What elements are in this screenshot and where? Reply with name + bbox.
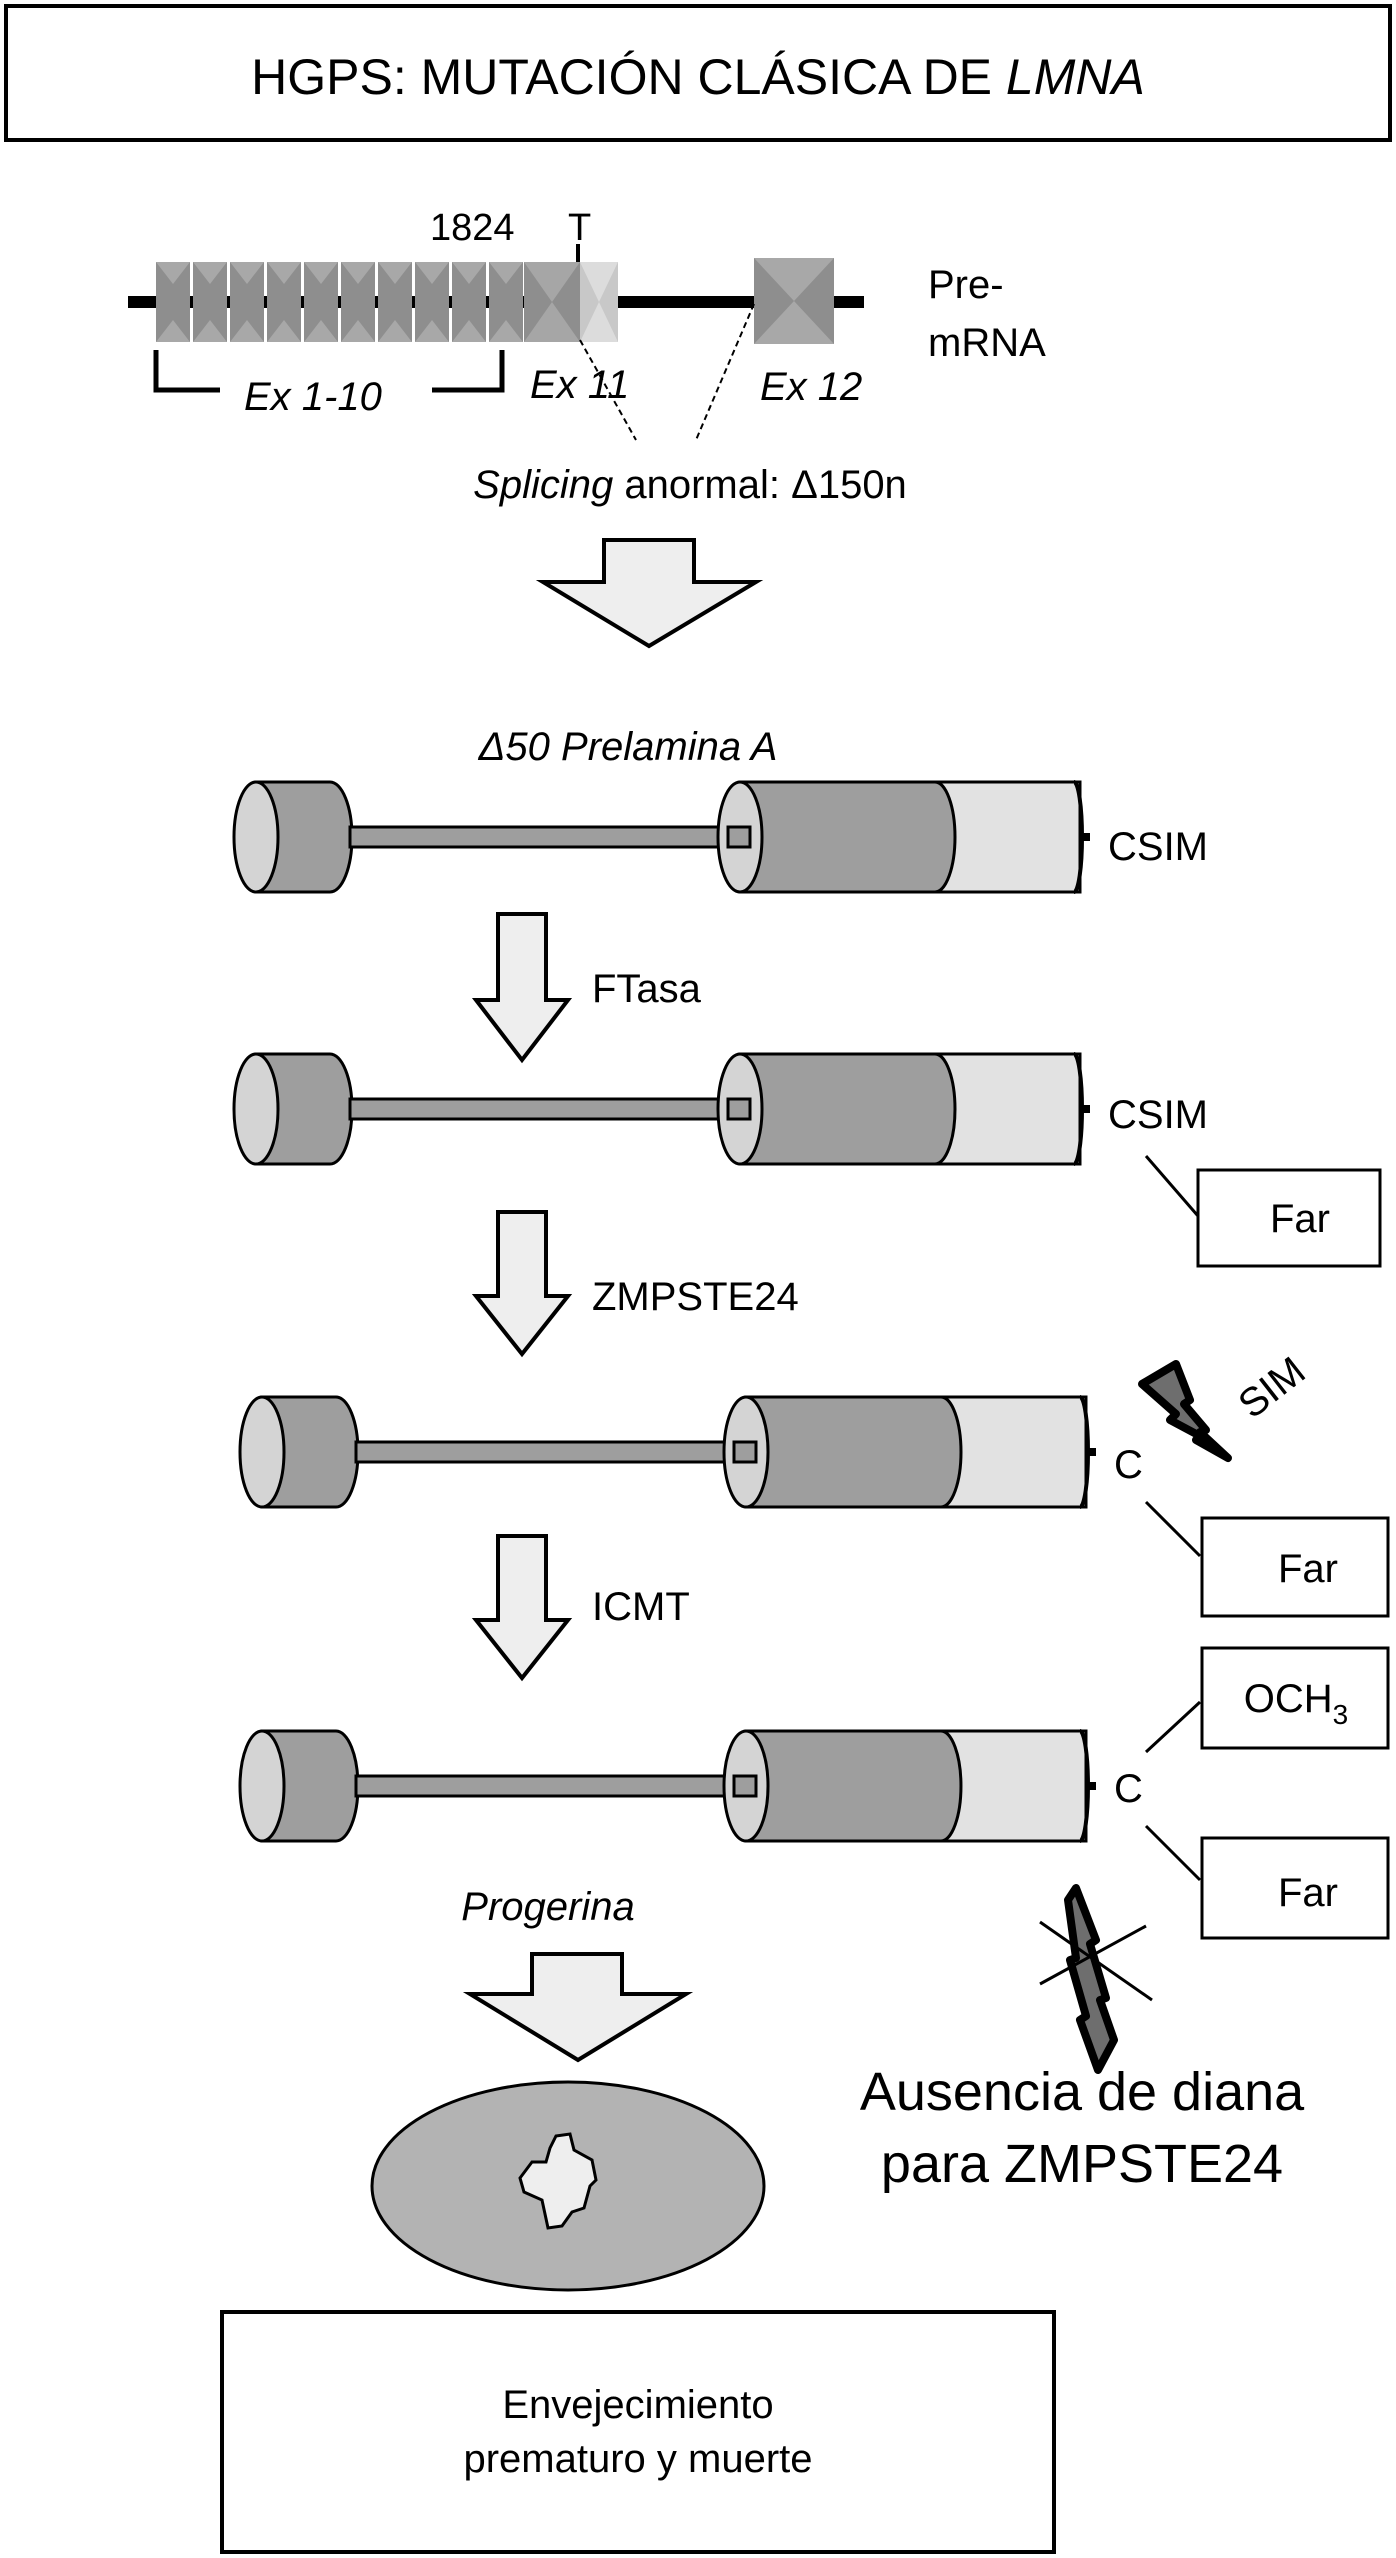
- far-box-3: Far: [1200, 1836, 1390, 1940]
- och3-box: OCH3: [1200, 1646, 1390, 1750]
- exon-2: [193, 262, 227, 342]
- outcome-line-2: prematuro y muerte: [463, 2437, 812, 2481]
- far-box-2: Far: [1200, 1516, 1390, 1618]
- far-label-3: Far: [1278, 1871, 1338, 1915]
- outcome-box: Envejecimiento prematuro y muerte: [220, 2310, 1056, 2554]
- exon-5: [304, 262, 338, 342]
- blocked-lightning-icon: [1039, 1884, 1153, 2074]
- exon-7: [378, 262, 412, 342]
- och3-connector: [1144, 1700, 1202, 1754]
- enzyme-ftasa: FTasa: [592, 967, 702, 1011]
- c-label-1: C: [1114, 1443, 1143, 1487]
- step-arrow-icmt: ICMT: [471, 1534, 690, 1682]
- far-connector-2: [1144, 1500, 1202, 1558]
- exon-8: [415, 262, 449, 342]
- step-arrow-ftasa: FTasa: [471, 912, 702, 1064]
- product-label: Progerina: [461, 1885, 634, 1929]
- precursor-label: Δ50 Prelamina A: [478, 725, 778, 769]
- exon-10: [489, 262, 523, 342]
- premrna-diagram: 1824 T Pre- mRNA Ex 1-10 Ex 11 Ex 12 Spl…: [128, 207, 1046, 507]
- note-line-1: Ausencia de diana: [860, 2062, 1305, 2122]
- exon-1: [156, 262, 190, 342]
- far-connector-3: [1144, 1824, 1202, 1882]
- position-label: 1824: [430, 207, 515, 249]
- nucleus-bleb: [518, 2132, 598, 2230]
- exons-1-10: [156, 262, 523, 342]
- exon-9: [452, 262, 486, 342]
- nucleus: [370, 2080, 766, 2292]
- exon-11: [524, 262, 618, 342]
- exon-12: [754, 258, 834, 344]
- csim-label-2: CSIM: [1108, 1093, 1208, 1137]
- ex-1-10-bracket: [153, 350, 505, 393]
- exon-3: [230, 262, 264, 342]
- protein-precursor: [232, 780, 1090, 894]
- page-title: HGPS: MUTACIÓN CLÁSICA DE LMNA: [251, 49, 1145, 105]
- big-down-arrow-2: [462, 1952, 694, 2063]
- lightning-bolt-icon: [1138, 1360, 1232, 1462]
- protein-cleaved: [238, 1395, 1096, 1509]
- far-label-1: Far: [1270, 1197, 1330, 1241]
- enzyme-icmt: ICMT: [592, 1585, 690, 1629]
- exon-6: [341, 262, 375, 342]
- csim-label-1: CSIM: [1108, 825, 1208, 869]
- enzyme-zmpste24: ZMPSTE24: [592, 1275, 799, 1319]
- premrna-label: Pre-: [928, 263, 1004, 307]
- title-box: HGPS: MUTACIÓN CLÁSICA DE LMNA: [4, 4, 1392, 142]
- premrna-label-2: mRNA: [928, 321, 1046, 365]
- mutation-label: T: [568, 207, 591, 249]
- splice-line-left: [579, 339, 637, 441]
- far-connector-1: [1144, 1155, 1200, 1217]
- step-arrow-zmpste24: ZMPSTE24: [471, 1210, 799, 1358]
- far-box-1: Far: [1196, 1168, 1382, 1268]
- big-down-arrow: [535, 538, 764, 649]
- och3-label: OCH3: [1244, 1677, 1348, 1730]
- protein-progerin: [238, 1729, 1096, 1843]
- exon-4: [267, 262, 301, 342]
- c-label-2: C: [1114, 1767, 1143, 1811]
- sim-cleaved-label: SIM: [1230, 1349, 1313, 1427]
- splice-line-right: [695, 303, 755, 441]
- ex-12-label: Ex 12: [760, 365, 862, 409]
- ex-11-label: Ex 11: [530, 363, 629, 407]
- far-label-2: Far: [1278, 1547, 1338, 1591]
- note-line-2: para ZMPSTE24: [881, 2134, 1283, 2194]
- ex-1-10-label: Ex 1-10: [244, 375, 382, 419]
- protein-farnesylated: [232, 1052, 1090, 1166]
- outcome-line-1: Envejecimiento: [502, 2383, 773, 2427]
- splicing-label: Splicing anormal: Δ150n: [473, 463, 907, 507]
